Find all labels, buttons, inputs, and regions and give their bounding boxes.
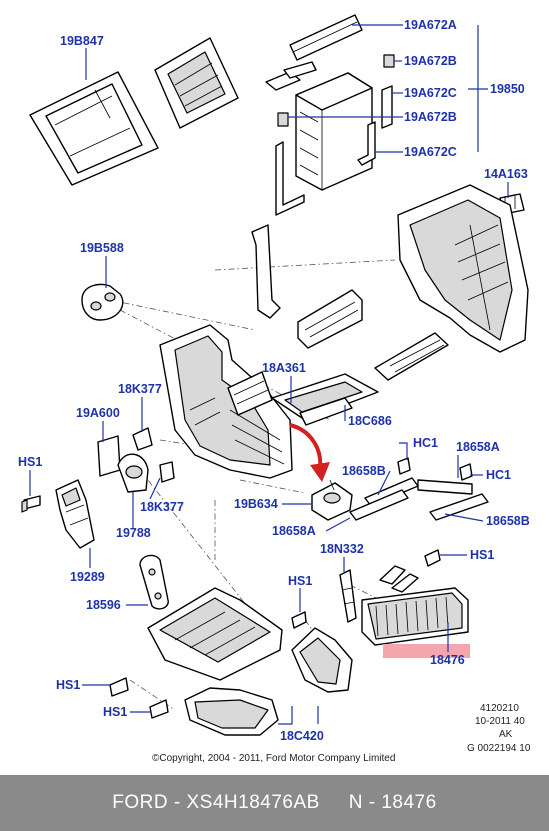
label-18658A-top: 18658A [456, 440, 500, 454]
label-19289: 19289 [70, 570, 105, 584]
copyright-text: ©Copyright, 2004 - 2011, Ford Motor Comp… [152, 753, 395, 764]
reference-line-3: AK [499, 729, 513, 740]
label-19A672B-top: 19A672B [404, 54, 457, 68]
label-HS1-left: HS1 [18, 455, 42, 469]
footer-number-text: N - 18476 [348, 792, 437, 813]
part-duct-pieces [251, 224, 363, 349]
label-18K377-top: 18K377 [118, 382, 162, 396]
label-HC1-right: HC1 [486, 468, 511, 482]
part-left-actuators [21, 427, 175, 549]
part-19B634-actuator [311, 479, 353, 521]
part-19B847-frame [29, 71, 159, 186]
part-number-footer: FORD - XS4H18476AB N - 18476 [0, 775, 549, 831]
reference-block: 4120210 10-2011 40 AK G 0022194 10 [467, 703, 531, 754]
part-lower-case [147, 587, 283, 681]
exploded-parts-diagram: 19B847 19A672A 19A672B 19A672C 19850 19A… [18, 14, 531, 764]
part-main-heater-housing [159, 324, 293, 479]
part-19A672A [289, 14, 363, 61]
label-HS1-lower-left: HS1 [56, 678, 80, 692]
label-18658A-bottom: 18658A [272, 524, 316, 538]
screws-hs1 [109, 549, 441, 719]
label-HS1-bottom: HS1 [103, 705, 127, 719]
label-19A672C-top: 19A672C [404, 86, 457, 100]
part-19A672C-brackets [275, 121, 376, 216]
reference-line-2: 10-2011 40 [475, 716, 525, 727]
label-18C686: 18C686 [348, 414, 392, 428]
label-18658B-left: 18658B [342, 464, 386, 478]
part-18596-bracket [139, 554, 169, 610]
part-18C420-cover [184, 627, 353, 736]
part-19B588-grommet [81, 283, 124, 321]
part-18A361-flap [271, 373, 379, 426]
label-19B847: 19B847 [60, 34, 104, 48]
label-18A361: 18A361 [262, 361, 306, 375]
label-18476: 18476 [430, 653, 465, 667]
label-19850: 19850 [490, 82, 525, 96]
label-18658B-right: 18658B [486, 514, 530, 528]
label-HS1-right: HS1 [470, 548, 494, 562]
label-19B588: 19B588 [80, 241, 124, 255]
label-18N332: 18N332 [320, 542, 364, 556]
label-HC1-top: HC1 [413, 436, 438, 450]
footer-part-text: FORD - XS4H18476AB [112, 792, 320, 813]
label-19A600: 19A600 [76, 406, 120, 420]
part-distribution-housing [374, 184, 529, 381]
part-labels: 19B847 19A672A 19A672B 19A672C 19850 19A… [18, 18, 530, 743]
label-19A672A: 19A672A [404, 18, 457, 32]
reference-line-1: 4120210 [480, 703, 519, 714]
label-19A672C-bottom: 19A672C [404, 145, 457, 159]
label-19B634: 19B634 [234, 497, 278, 511]
label-18K377-bottom: 18K377 [140, 500, 184, 514]
label-19788: 19788 [116, 526, 151, 540]
footer-gap [320, 792, 349, 814]
part-18N332-clamp [339, 569, 357, 623]
label-18596: 18596 [86, 598, 121, 612]
part-18476-heater-core [361, 565, 470, 658]
reference-line-4: G 0022194 10 [467, 743, 531, 754]
part-flap-housing [154, 37, 239, 129]
label-14A163: 14A163 [484, 167, 528, 181]
label-19A672B-bottom: 19A672B [404, 110, 457, 124]
assembly-arrow [289, 423, 330, 482]
label-HS1-middle: HS1 [288, 574, 312, 588]
label-18C420: 18C420 [280, 729, 324, 743]
part-18658-filters [349, 457, 489, 521]
leader-lines [29, 24, 509, 725]
